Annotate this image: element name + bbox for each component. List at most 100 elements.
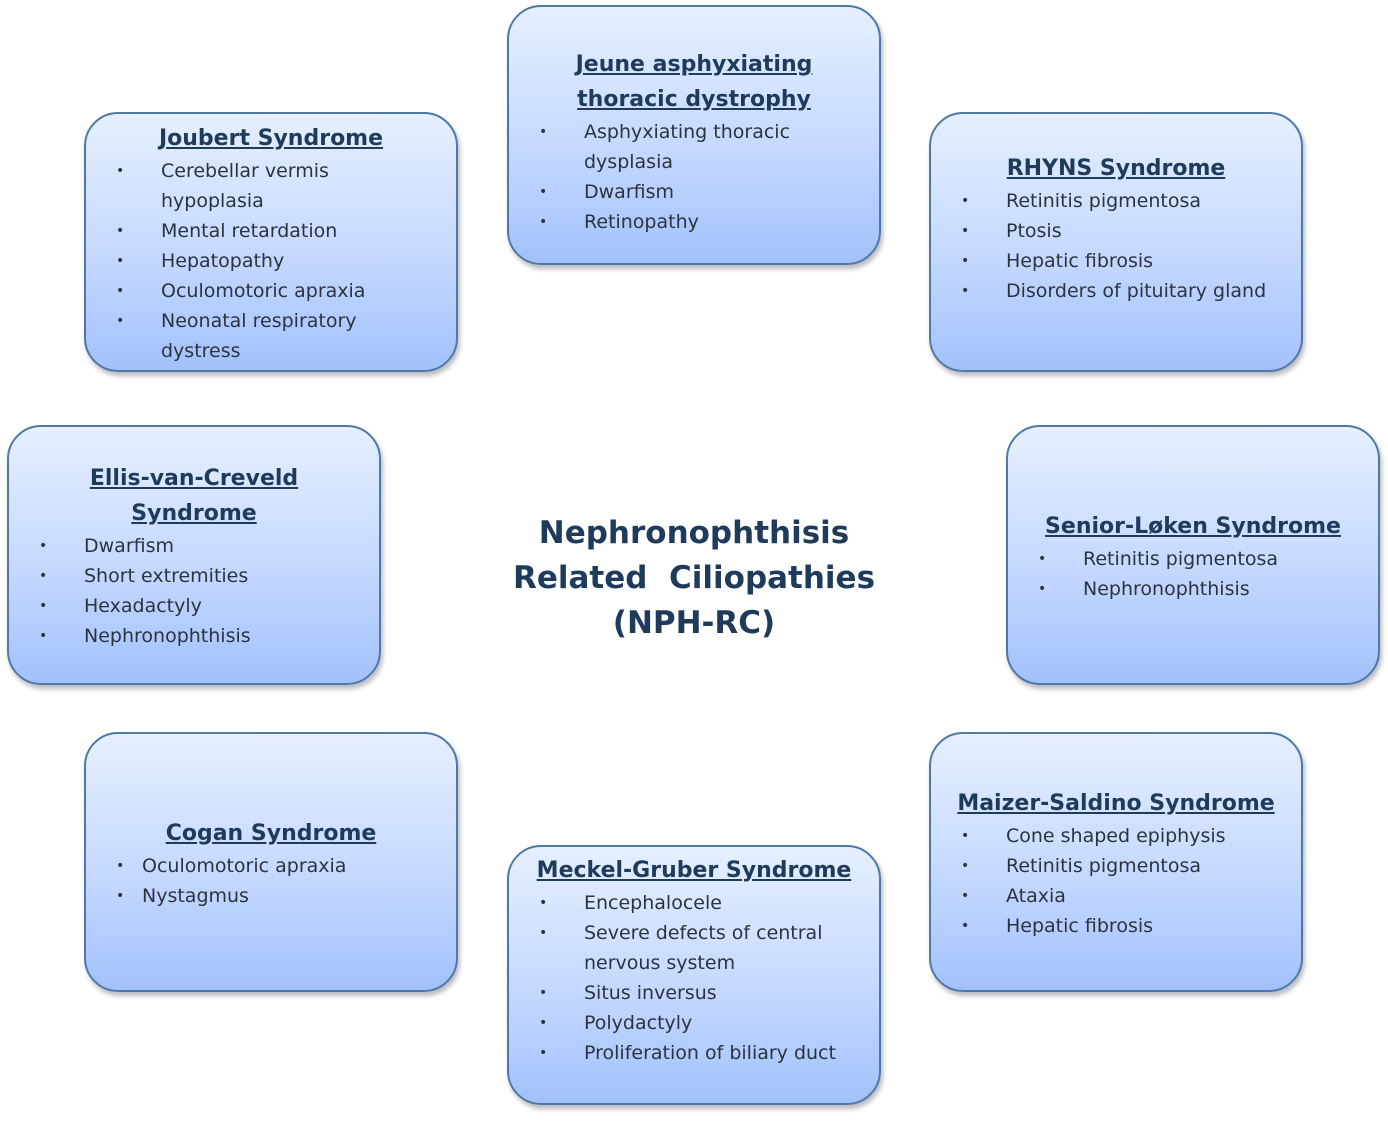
bullet-icon: • xyxy=(961,193,970,209)
list-item-text: Mental retardation xyxy=(161,220,338,242)
box-title: RHYNS Syndrome xyxy=(1006,156,1226,181)
list-item: •Hepatic fibrosis xyxy=(931,246,1301,276)
list-item: •Retinitis pigmentosa xyxy=(931,851,1301,881)
list-item: •Nephronophthisis xyxy=(1008,574,1378,604)
box-title: Jeune asphyxiating thoracic dystrophy xyxy=(575,52,813,112)
list-item: • Ataxia xyxy=(931,881,1301,911)
list-item: • Disorders of pituitary gland xyxy=(931,276,1301,306)
list-item: • Oculomotoric apraxia xyxy=(86,851,456,881)
list-item-text: Hepatic fibrosis xyxy=(1006,915,1154,937)
item-list: • Oculomotoric apraxia •Nystagmus xyxy=(86,851,456,911)
list-item: • Severe defects of central nervous syste… xyxy=(509,918,879,978)
item-list: • Cerebellar vermis hypoplasia • Mental ret… xyxy=(86,156,456,366)
list-item: •Nystagmus xyxy=(86,881,456,911)
list-item-text: Retinitis pigmentosa xyxy=(1006,190,1202,212)
box-title: Joubert Syndrome xyxy=(158,126,384,151)
center-title-line1: Nephronophthisis xyxy=(538,515,850,551)
list-item-text: Retinitis pigmentosa xyxy=(1006,855,1202,877)
item-list: •Retinitis pigmentosa•Ptosis•Hepatic fib… xyxy=(931,186,1301,306)
bullet-icon: • xyxy=(961,918,970,934)
list-item-text: Severe defects of central nervous system xyxy=(584,922,823,974)
list-item: • Situs inversus xyxy=(509,978,879,1008)
bullet-icon: • xyxy=(539,895,548,911)
list-item: • Retinitis pigmentosa xyxy=(1008,544,1378,574)
box-title: Meckel-Gruber Syndrome xyxy=(536,858,852,883)
list-item: • Hexadactyly xyxy=(9,591,379,621)
box-ellis-van-creveld: Ellis-van-Creveld Syndrome •Dwarfism • Sho… xyxy=(7,425,381,685)
list-item-text: Dwarfism xyxy=(584,181,674,203)
bullet-icon: • xyxy=(116,283,125,299)
box-senior-loken: Senior-Løken Syndrome • Retinitis pigment… xyxy=(1006,425,1380,685)
bullet-icon: • xyxy=(961,283,970,299)
bullet-icon: • xyxy=(539,985,548,1001)
bullet-icon: • xyxy=(116,313,125,329)
bullet-icon: • xyxy=(116,858,125,874)
list-item-text: Ataxia xyxy=(1006,885,1066,907)
list-item-text: Situs inversus xyxy=(584,982,717,1004)
list-item-text: Retinopathy xyxy=(584,211,699,233)
list-item: •Dwarfism xyxy=(9,531,379,561)
list-item: • Oculomotoric apraxia xyxy=(86,276,456,306)
list-item: •Hepatopathy xyxy=(86,246,456,276)
list-item-text: Oculomotoric apraxia xyxy=(142,855,347,877)
list-item-text: Ptosis xyxy=(1006,220,1062,242)
list-item: • Retinitis pigmentosa xyxy=(931,186,1301,216)
list-item-text: Hexadactyly xyxy=(84,595,202,617)
center-title-line2: Related Ciliopathies xyxy=(512,560,876,596)
box-title: Senior-Løken Syndrome xyxy=(1045,514,1341,539)
list-item-text: Oculomotoric apraxia xyxy=(161,280,366,302)
bullet-icon: • xyxy=(39,628,48,644)
box-joubert: Joubert Syndrome • Cerebellar vermis hypo… xyxy=(84,112,458,372)
list-item: • Dwarfism xyxy=(509,177,879,207)
list-item-text: Cerebellar vermis hypoplasia xyxy=(161,160,329,212)
bullet-icon: • xyxy=(116,163,125,179)
list-item-text: Cone shaped epiphysis xyxy=(1006,825,1226,847)
center-title: Nephronophthisis Related Ciliopathies (N… xyxy=(494,511,894,646)
list-item-text: Polydactyly xyxy=(584,1012,693,1034)
box-maizer-saldino: Maizer-Saldino Syndrome • Cone shaped epi… xyxy=(929,732,1303,992)
list-item-text: Short extremities xyxy=(84,565,249,587)
list-item-text: Hepatic fibrosis xyxy=(1006,250,1154,272)
box-rhyns: RHYNS Syndrome • Retinitis pigmentosa • Pto… xyxy=(929,112,1303,372)
box-cogan: Cogan Syndrome • Oculomotoric apraxia •Nys… xyxy=(84,732,458,992)
box-title: Ellis-van-Creveld Syndrome xyxy=(89,466,299,526)
bullet-icon: • xyxy=(39,598,48,614)
list-item: • Proliferation of biliary duct xyxy=(509,1038,879,1068)
bullet-icon: • xyxy=(539,925,548,941)
list-item-text: Nephronophthisis xyxy=(1083,578,1250,600)
item-list: •Dwarfism•Short extremities•Hexadactyly•… xyxy=(9,531,379,651)
list-item-text: Asphyxiating thoracic dysplasia xyxy=(584,121,791,173)
list-item-text: Neonatal respiratory dystress xyxy=(161,310,357,362)
list-item: • Polydactyly xyxy=(509,1008,879,1038)
list-item-text: Disorders of pituitary gland xyxy=(1006,280,1267,302)
list-item: • Cerebellar vermis hypoplasia xyxy=(86,156,456,216)
list-item: • Ptosis xyxy=(931,216,1301,246)
item-list: • Asphyxiating thoracic dysplasia • Dwarfis… xyxy=(509,117,879,237)
list-item-text: Encephalocele xyxy=(584,892,722,914)
bullet-icon: • xyxy=(961,223,970,239)
bullet-icon: • xyxy=(39,568,48,584)
bullet-icon: • xyxy=(539,124,548,140)
list-item-text: Proliferation of biliary duct xyxy=(584,1042,836,1064)
bullet-icon: • xyxy=(116,223,125,239)
bullet-icon: • xyxy=(539,1015,548,1031)
list-item-text: Nystagmus xyxy=(142,885,249,907)
bullet-icon: • xyxy=(539,1045,548,1061)
item-list: •Cone shaped epiphysis•Retinitis pigment… xyxy=(931,821,1301,941)
bullet-icon: • xyxy=(116,253,125,269)
box-title: Maizer-Saldino Syndrome xyxy=(957,791,1275,816)
bullet-icon: • xyxy=(539,184,548,200)
list-item: • Hepatic fibrosis xyxy=(931,911,1301,941)
list-item: • Asphyxiating thoracic dysplasia xyxy=(509,117,879,177)
list-item-text: Nephronophthisis xyxy=(84,625,251,647)
bullet-icon: • xyxy=(1038,551,1047,567)
list-item: • Neonatal respiratory dystress xyxy=(86,306,456,366)
bullet-icon: • xyxy=(961,888,970,904)
list-item: • Cone shaped epiphysis xyxy=(931,821,1301,851)
item-list: • Encephalocele • Severe defects of central… xyxy=(509,888,879,1068)
box-title: Cogan Syndrome xyxy=(165,821,377,846)
list-item-text: Retinitis pigmentosa xyxy=(1083,548,1279,570)
bullet-icon: • xyxy=(961,828,970,844)
item-list: • Retinitis pigmentosa •Nephronophthisis xyxy=(1008,544,1378,604)
list-item: •Retinopathy xyxy=(509,207,879,237)
